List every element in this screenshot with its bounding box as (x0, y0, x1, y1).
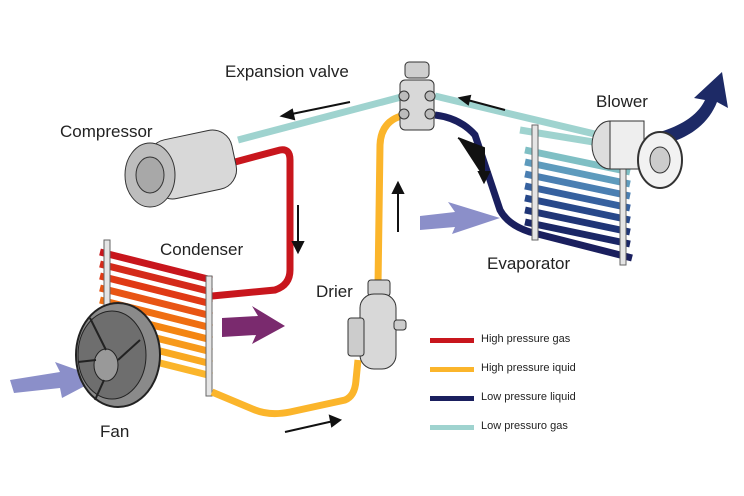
high-pressure-liquid-pipe (210, 359, 362, 418)
condenser-fan (75, 302, 161, 408)
evaporator-intake-airflow-arrow (420, 202, 500, 234)
blower-output-airflow-arrow (648, 72, 728, 146)
label-drier: Drier (316, 282, 353, 301)
high-pressure-liquid-pipe-up (374, 111, 406, 286)
legend-swatches (430, 338, 474, 430)
label-condenser: Condenser (160, 240, 244, 259)
legend-label-low-pressure-liquid: Low pressure liquid (481, 391, 576, 403)
label-compressor: Compressor (60, 122, 153, 141)
legend-label-low-pressure-gas: Low pressuro gas (481, 420, 568, 432)
low-pressure-liquid-pipe (434, 111, 633, 262)
legend-swatch-low-pressure-gas (430, 425, 474, 430)
legend-swatch-low-pressure-liquid (430, 396, 474, 401)
compressor (124, 129, 238, 208)
evaporator-coils (524, 146, 631, 248)
low-pressure-gas-pipe (237, 92, 406, 144)
label-blower: Blower (596, 92, 648, 111)
legend-swatch-high-pressure-liquid (430, 367, 474, 372)
label-fan: Fan (100, 422, 130, 441)
condenser-hot-air-arrow (222, 306, 285, 344)
expansion-valve (398, 61, 436, 131)
flow-arrows (279, 94, 506, 433)
evaporator-frame-left (531, 124, 539, 241)
legend-label-high-pressure-liquid: High pressure iquid (481, 362, 576, 374)
legend-swatch-high-pressure-gas (430, 338, 474, 343)
blower (591, 120, 683, 189)
legend-label-high-pressure-gas: High pressure gas (481, 333, 571, 345)
label-evaporator: Evaporator (487, 254, 571, 273)
label-expansion-valve: Expansion valve (225, 62, 349, 81)
arrow-to-drier (284, 419, 339, 433)
high-pressure-gas-pipe (211, 146, 294, 300)
drier (347, 279, 407, 370)
condenser-frame-right (205, 275, 213, 397)
evaporator-frame-right (619, 154, 627, 266)
arrow-down-to-evaporator (457, 137, 485, 178)
